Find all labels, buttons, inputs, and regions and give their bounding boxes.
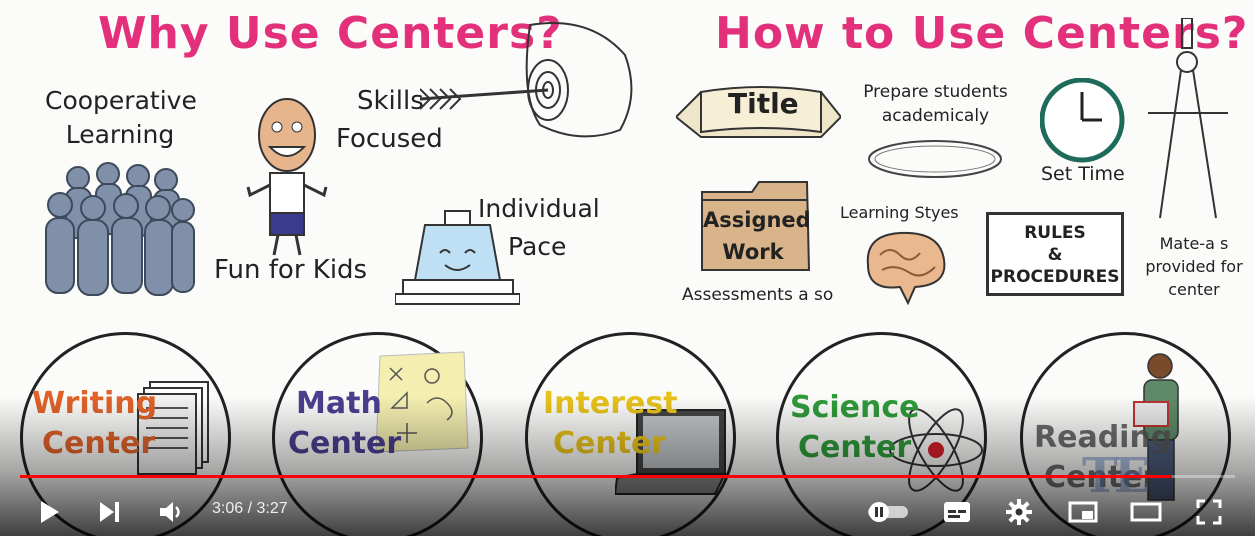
play-icon: [41, 501, 59, 523]
subtitles-icon: [944, 502, 970, 522]
why-heading: Why Use Centers?: [98, 8, 563, 59]
autoplay-toggle-icon: [868, 502, 908, 522]
skills-label: Skills: [357, 86, 424, 116]
theater-mode-button[interactable]: [1126, 495, 1166, 529]
volume-icon: [160, 502, 180, 522]
title-banner-label: Title: [728, 87, 799, 120]
learning-styles-label: Learning Styes: [840, 203, 959, 222]
prepare-students-label: Prepare students academicaly: [863, 82, 1008, 126]
happy-kid-illustration: [246, 98, 328, 256]
robot-pace-illustration: [395, 210, 520, 305]
compass-illustration: [1148, 18, 1228, 219]
focused-label: Focused: [336, 124, 443, 154]
time-display: 3:06 / 3:27: [212, 500, 288, 517]
title-banner-shape: [676, 86, 841, 138]
halo-ring-illustration: [868, 140, 1002, 178]
how-heading: How to Use Centers?: [715, 8, 1249, 59]
miniplayer-button[interactable]: [1064, 495, 1102, 529]
folder-label: Assigned Work: [703, 208, 811, 264]
science-center-label: Science Center: [790, 390, 920, 465]
materials-label: Mate-a s provided for center: [1145, 234, 1243, 299]
fullscreen-icon: [1196, 499, 1222, 525]
subtitles-button[interactable]: [938, 495, 976, 529]
next-button[interactable]: [90, 495, 128, 529]
settings-button[interactable]: [1000, 495, 1038, 529]
cooperative-learning-label: Cooperative Learning: [45, 86, 197, 149]
folder-illustration: [701, 181, 811, 271]
theater-mode-icon: [1130, 502, 1162, 522]
brain-icon: [866, 231, 946, 305]
autoplay-toggle[interactable]: [862, 496, 914, 528]
fun-for-kids-label: Fun for Kids: [214, 255, 368, 285]
pace-label: Pace: [508, 232, 567, 261]
progress-fill: [20, 475, 1172, 478]
progress-bar[interactable]: [20, 475, 1235, 478]
set-time-label: Set Time: [1041, 163, 1125, 185]
arrow-target-illustration: [420, 22, 633, 138]
assessments-label: Assessments a so: [682, 285, 834, 305]
math-center-label: Math Center: [288, 386, 402, 461]
clock-illustration: [1040, 78, 1125, 163]
interest-center-label: Interest Center: [543, 386, 678, 461]
miniplayer-icon: [1068, 501, 1098, 523]
individual-label: Individual: [478, 194, 600, 223]
play-button[interactable]: [30, 495, 68, 529]
writing-center-label: Writing Center: [32, 386, 158, 461]
crowd-illustration: [45, 162, 195, 296]
settings-gear-icon: [1006, 499, 1032, 525]
mute-button[interactable]: [152, 495, 190, 529]
next-icon: [100, 502, 119, 522]
rules-procedures-card: RULES & PROCEDURES: [986, 212, 1124, 296]
fullscreen-button[interactable]: [1190, 495, 1228, 529]
